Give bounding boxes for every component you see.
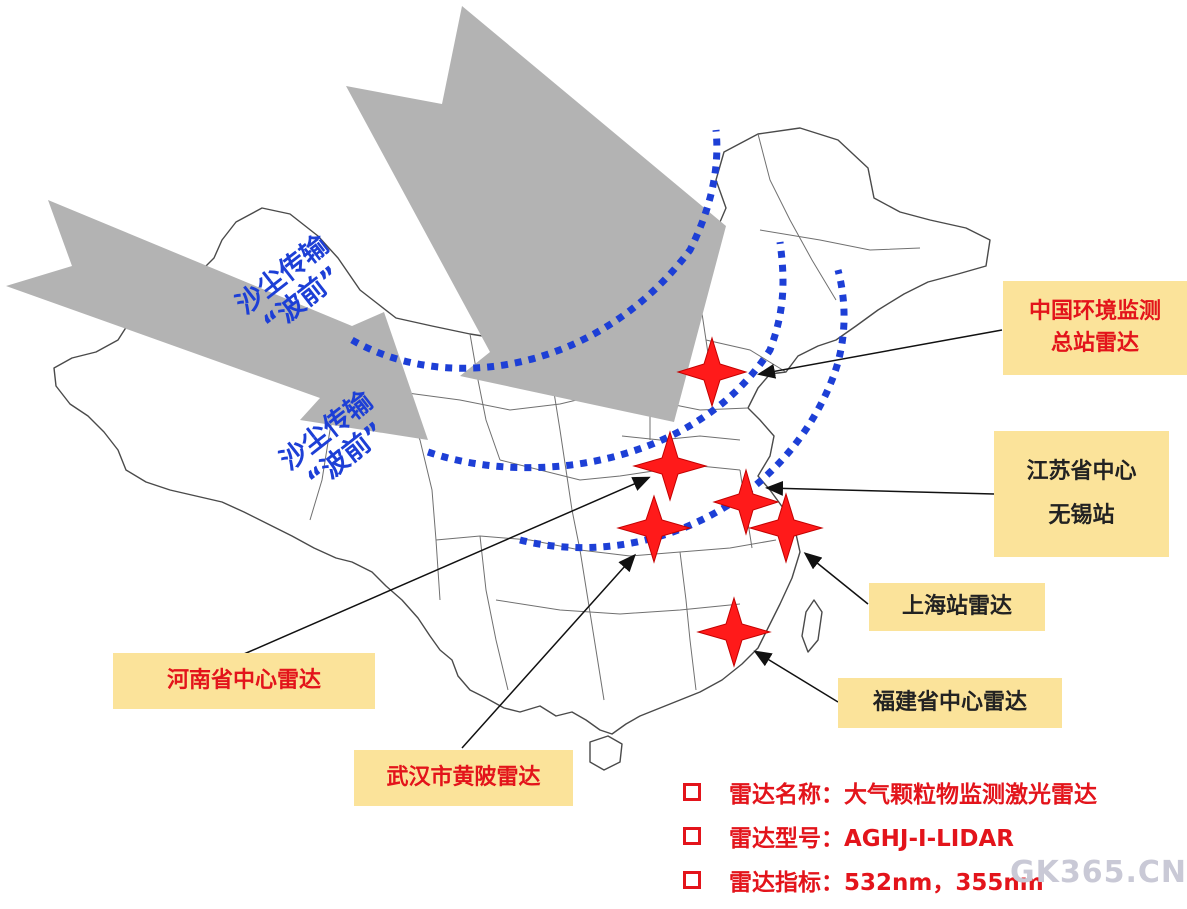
info-item-name-text: 雷达名称：大气颗粒物监测激光雷达 xyxy=(729,782,1097,808)
label-shanghai: 上海站雷达 xyxy=(869,583,1045,631)
label-cnemc-line1: 中国环境监测 xyxy=(1028,299,1161,325)
radar-info-list: 雷达名称：大气颗粒物监测激光雷达 雷达型号：AGHJ-I-LIDAR 雷达指标：… xyxy=(683,770,1097,902)
map-outline xyxy=(53,127,991,735)
wavefront-2 xyxy=(426,241,787,472)
label-henan: 河南省中心雷达 xyxy=(113,653,375,709)
label-shanghai-line1: 上海站雷达 xyxy=(901,594,1012,620)
info-item-model: 雷达型号：AGHJ-I-LIDAR xyxy=(683,814,1097,858)
label-wuhan-line1: 武汉市黄陂雷达 xyxy=(386,765,541,791)
bullet-square-icon xyxy=(683,783,701,801)
leader-henan xyxy=(243,476,651,655)
marker-shanghai xyxy=(748,492,824,564)
leader-wuhan xyxy=(461,553,637,749)
leader-jiangsu xyxy=(765,480,995,496)
watermark: GK365.CN xyxy=(1010,855,1187,890)
leader-shanghai xyxy=(803,552,869,605)
marker-jiangsu xyxy=(712,468,780,536)
wavefront-1 xyxy=(350,129,721,372)
info-item-name: 雷达名称：大气颗粒物监测激光雷达 xyxy=(683,770,1097,814)
taiwan-island xyxy=(801,599,823,653)
label-jiangsu-line2: 无锡站 xyxy=(1048,503,1115,528)
label-fujian-line1: 福建省中心雷达 xyxy=(872,690,1027,716)
marker-fujian xyxy=(696,596,772,668)
bullet-square-icon xyxy=(683,827,701,845)
label-wuhan: 武汉市黄陂雷达 xyxy=(354,750,573,806)
info-item-spec-text: 雷达指标：532nm，355nm xyxy=(729,870,1044,896)
wavefront-3 xyxy=(519,269,848,551)
label-jiangsu-line1: 江苏省中心 xyxy=(1026,459,1137,484)
label-cnemc: 中国环境监测 总站雷达 xyxy=(1003,281,1187,375)
leader-fujian xyxy=(753,650,839,703)
marker-wuhan xyxy=(616,494,692,564)
bullet-square-icon xyxy=(683,871,701,889)
china-map xyxy=(53,127,991,771)
dust-arrow-top xyxy=(346,6,726,422)
dust-arrows xyxy=(6,6,726,440)
label-jiangsu: 江苏省中心 无锡站 xyxy=(994,431,1169,557)
label-cnemc-line2: 总站雷达 xyxy=(1050,331,1139,356)
wavefronts xyxy=(350,129,848,551)
leader-lines xyxy=(243,329,1003,749)
info-item-model-text: 雷达型号：AGHJ-I-LIDAR xyxy=(729,826,1014,852)
marker-beijing xyxy=(676,336,748,408)
label-fujian: 福建省中心雷达 xyxy=(838,678,1062,728)
radar-markers xyxy=(616,336,824,668)
label-henan-line1: 河南省中心雷达 xyxy=(166,668,321,694)
info-item-spec: 雷达指标：532nm，355nm xyxy=(683,858,1097,902)
marker-henan xyxy=(632,430,708,502)
dust-arrow-middle xyxy=(6,200,428,440)
leader-cnemc xyxy=(757,329,1003,379)
hainan-island xyxy=(589,735,623,771)
